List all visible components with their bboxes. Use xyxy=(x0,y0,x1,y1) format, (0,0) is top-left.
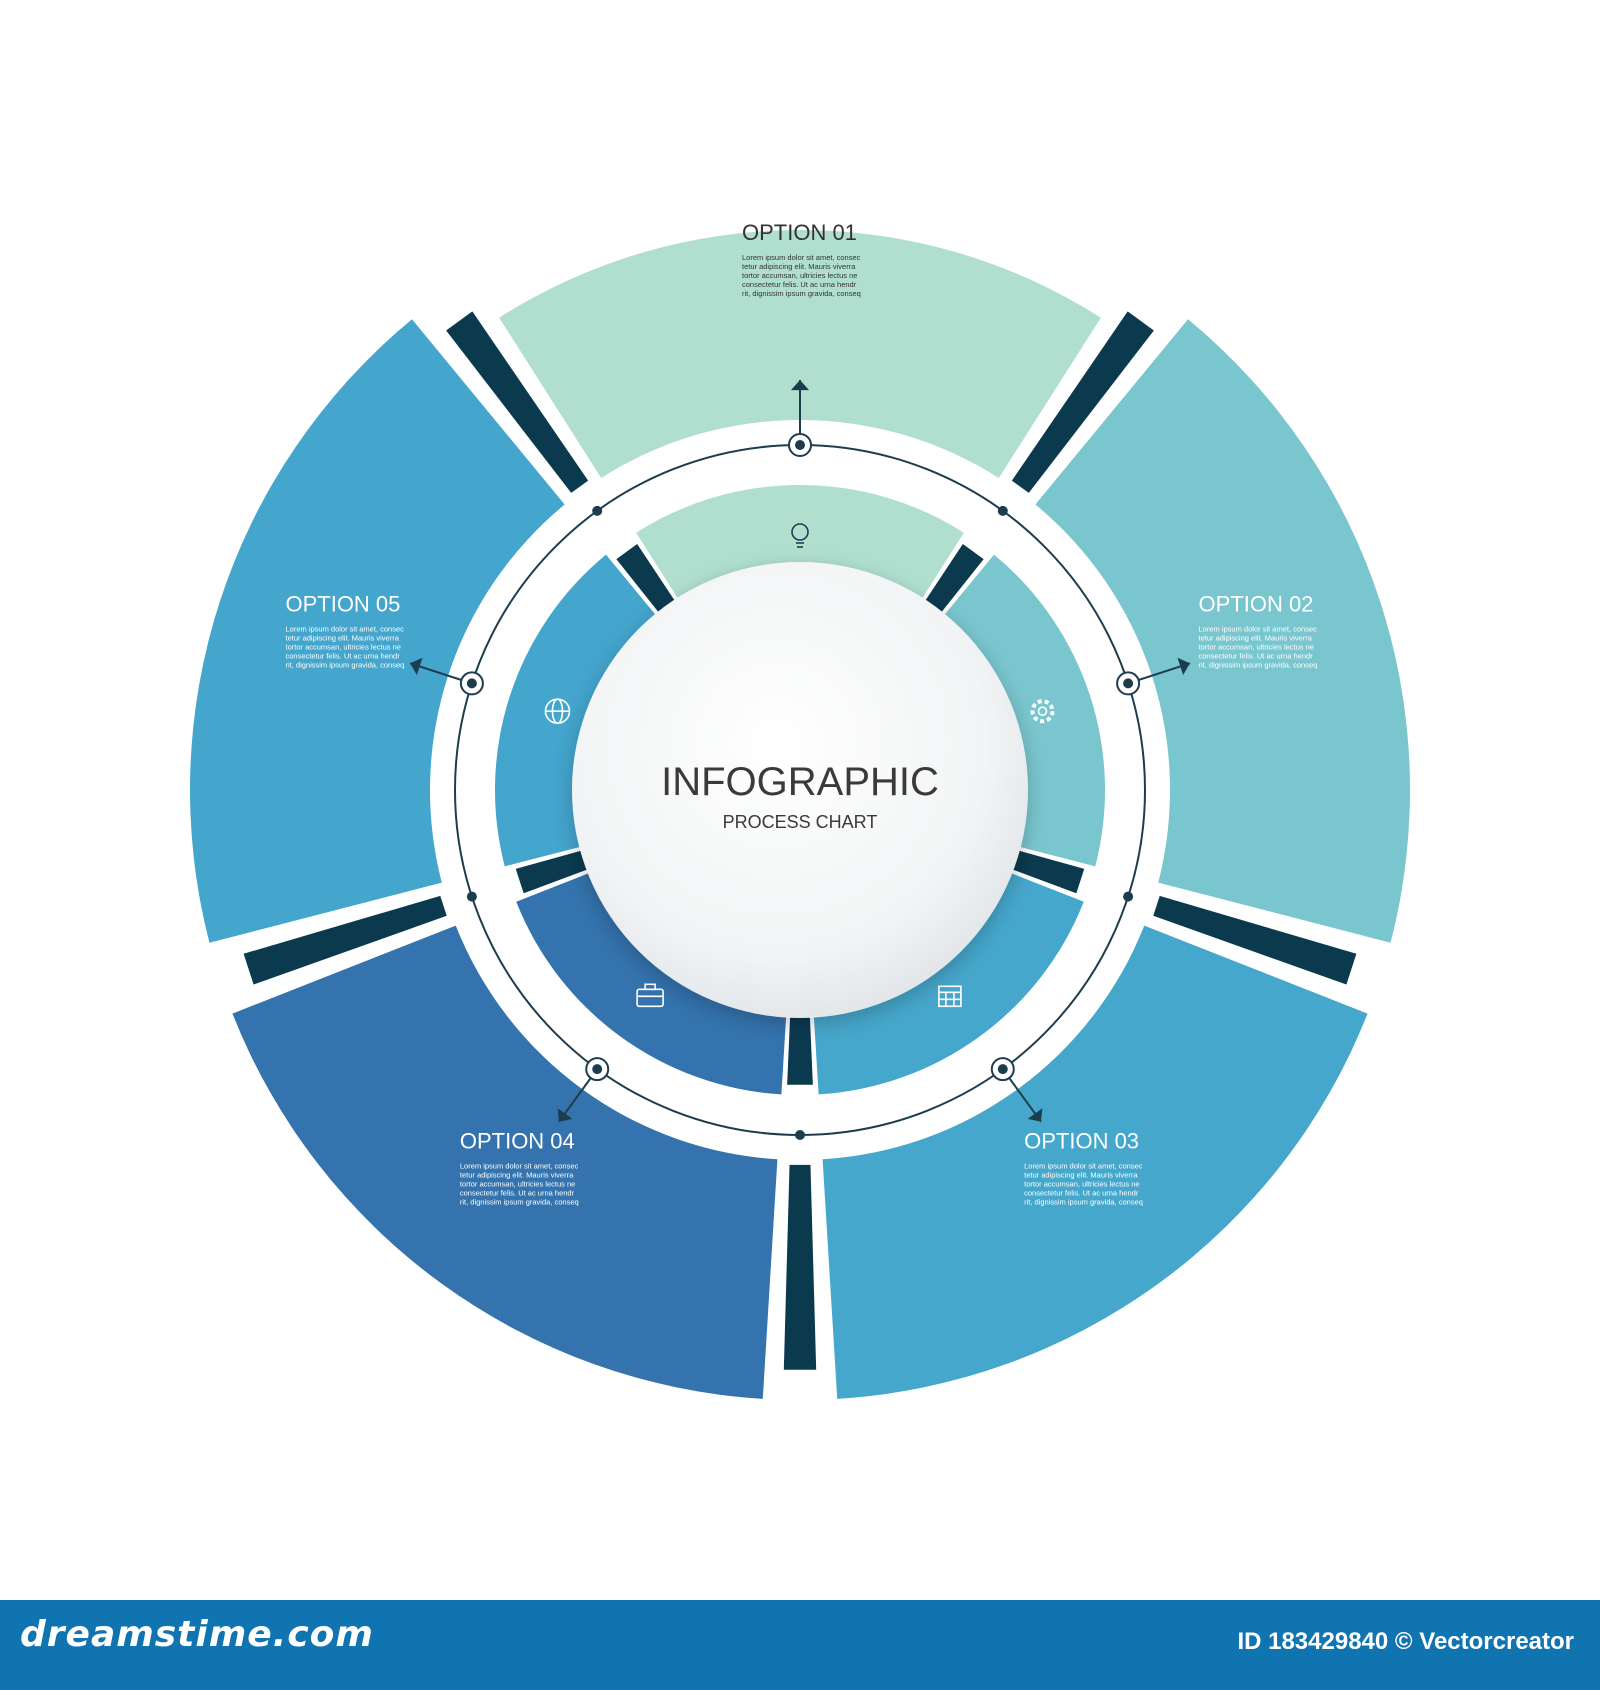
lightbulb-icon xyxy=(791,523,809,548)
inner-segment-4[interactable] xyxy=(516,855,790,1095)
center-subtitle: PROCESS CHART xyxy=(723,812,878,832)
option-body-line: tetur adipiscing elit. Mauris viverra xyxy=(285,634,399,643)
option-4: OPTION 04 Lorem ipsum dolor sit amet, con… xyxy=(460,1128,579,1206)
outer-divider-shadow xyxy=(446,311,589,493)
outer-divider-shadow xyxy=(243,895,447,985)
option-title: OPTION 01 xyxy=(742,220,857,245)
option-body-line: Lorem ipsum dolor sit amet, consec xyxy=(1024,1161,1143,1170)
arrow-head-icon xyxy=(410,657,423,676)
inner-segment-3[interactable] xyxy=(810,855,1084,1095)
arrow-head-icon xyxy=(790,380,810,391)
option-body-line: consectetur felis. Ut ac urna hendr xyxy=(742,280,857,289)
footer-bar: dreamstime.com ID 183429840 © Vectorcrea… xyxy=(0,1600,1600,1690)
connector-node-center xyxy=(997,1064,1008,1075)
option-title: OPTION 02 xyxy=(1199,592,1314,617)
arrow-head-icon xyxy=(1027,1108,1043,1122)
outer-segment-2[interactable] xyxy=(1035,319,1410,943)
option-body-line: Lorem ipsum dolor sit amet, consec xyxy=(285,625,404,634)
segment-icons xyxy=(544,523,1055,1008)
connector-node-center xyxy=(1123,678,1134,689)
option-body-line: consectetur felis. Ut ac urna hendr xyxy=(285,652,400,661)
option-body-line: Lorem ipsum dolor sit amet, consec xyxy=(460,1161,579,1170)
option-body-line: rit, dignissim ipsum gravida, conseq xyxy=(1199,661,1318,670)
option-5: OPTION 05 Lorem ipsum dolor sit amet, con… xyxy=(285,592,404,670)
option-title: OPTION 05 xyxy=(285,592,400,617)
connector-dot xyxy=(997,505,1008,516)
arrow-head-icon xyxy=(557,1108,573,1122)
option-body-line: rit, dignissim ipsum gravida, conseq xyxy=(1024,1197,1143,1206)
option-body-line: tetur adipiscing elit. Mauris viverra xyxy=(1199,634,1313,643)
gear-icon xyxy=(1030,699,1055,724)
option-body-line: consectetur felis. Ut ac urna hendr xyxy=(460,1188,575,1197)
option-body-line: consectetur felis. Ut ac urna hendr xyxy=(1199,652,1314,661)
option-body-line: tortor accumsan, ultricies lectus ne xyxy=(1024,1179,1139,1188)
option-body-line: tetur adipiscing elit. Mauris viverra xyxy=(1024,1170,1138,1179)
option-body-line: rit, dignissim ipsum gravida, conseq xyxy=(742,289,861,298)
option-body-line: tetur adipiscing elit. Mauris viverra xyxy=(742,262,856,271)
process-chart-diagram: OPTION 01 Lorem ipsum dolor sit amet, con… xyxy=(190,220,1410,1399)
option-title: OPTION 04 xyxy=(460,1128,575,1153)
option-body-line: rit, dignissim ipsum gravida, conseq xyxy=(285,661,404,670)
connector-dot xyxy=(592,505,603,516)
connector-node-center xyxy=(795,440,805,450)
connector-dot xyxy=(1123,891,1134,902)
option-body-line: tortor accumsan, ultricies lectus ne xyxy=(460,1179,575,1188)
option-1: OPTION 01 Lorem ipsum dolor sit amet, con… xyxy=(742,220,861,298)
footer-credit: ID 183429840 © Vectorcreator xyxy=(1237,1628,1574,1655)
option-body-line: rit, dignissim ipsum gravida, conseq xyxy=(460,1197,579,1206)
center-title: INFOGRAPHIC xyxy=(661,760,939,804)
option-title: OPTION 03 xyxy=(1024,1128,1139,1153)
option-body-line: consectetur felis. Ut ac urna hendr xyxy=(1024,1188,1139,1197)
option-3: OPTION 03 Lorem ipsum dolor sit amet, con… xyxy=(1024,1128,1143,1206)
center-circle xyxy=(572,562,1028,1018)
globe-icon xyxy=(544,698,571,725)
option-body-line: tortor accumsan, ultricies lectus ne xyxy=(1199,643,1314,652)
outer-segment-4[interactable] xyxy=(232,925,778,1399)
outer-divider-shadow xyxy=(1153,895,1357,985)
connector-dots xyxy=(409,380,1191,1140)
briefcase-icon xyxy=(636,983,664,1008)
option-body-line: Lorem ipsum dolor sit amet, consec xyxy=(742,253,861,262)
option-body-line: Lorem ipsum dolor sit amet, consec xyxy=(1199,625,1318,634)
connector-node-center xyxy=(466,678,477,689)
connector-dot xyxy=(795,1130,805,1140)
connector-node-center xyxy=(592,1064,603,1075)
option-2: OPTION 02 Lorem ipsum dolor sit amet, con… xyxy=(1199,592,1318,670)
option-labels: OPTION 01 Lorem ipsum dolor sit amet, con… xyxy=(285,220,1317,1206)
connector-dot xyxy=(466,891,477,902)
outer-segment-3[interactable] xyxy=(822,925,1368,1399)
option-body-line: tortor accumsan, ultricies lectus ne xyxy=(742,271,857,280)
option-body-line: tortor accumsan, ultricies lectus ne xyxy=(285,643,400,652)
outer-ring xyxy=(190,229,1410,1399)
option-body-line: tetur adipiscing elit. Mauris viverra xyxy=(460,1170,574,1179)
footer-brand[interactable]: dreamstime.com xyxy=(20,1614,374,1655)
outer-divider-shadow xyxy=(1011,311,1154,493)
calendar-icon xyxy=(938,985,962,1008)
outer-segment-1[interactable] xyxy=(499,229,1101,478)
outer-segment-5[interactable] xyxy=(190,319,565,943)
outer-divider-shadow xyxy=(783,1164,817,1370)
arrow-head-icon xyxy=(1177,657,1190,676)
